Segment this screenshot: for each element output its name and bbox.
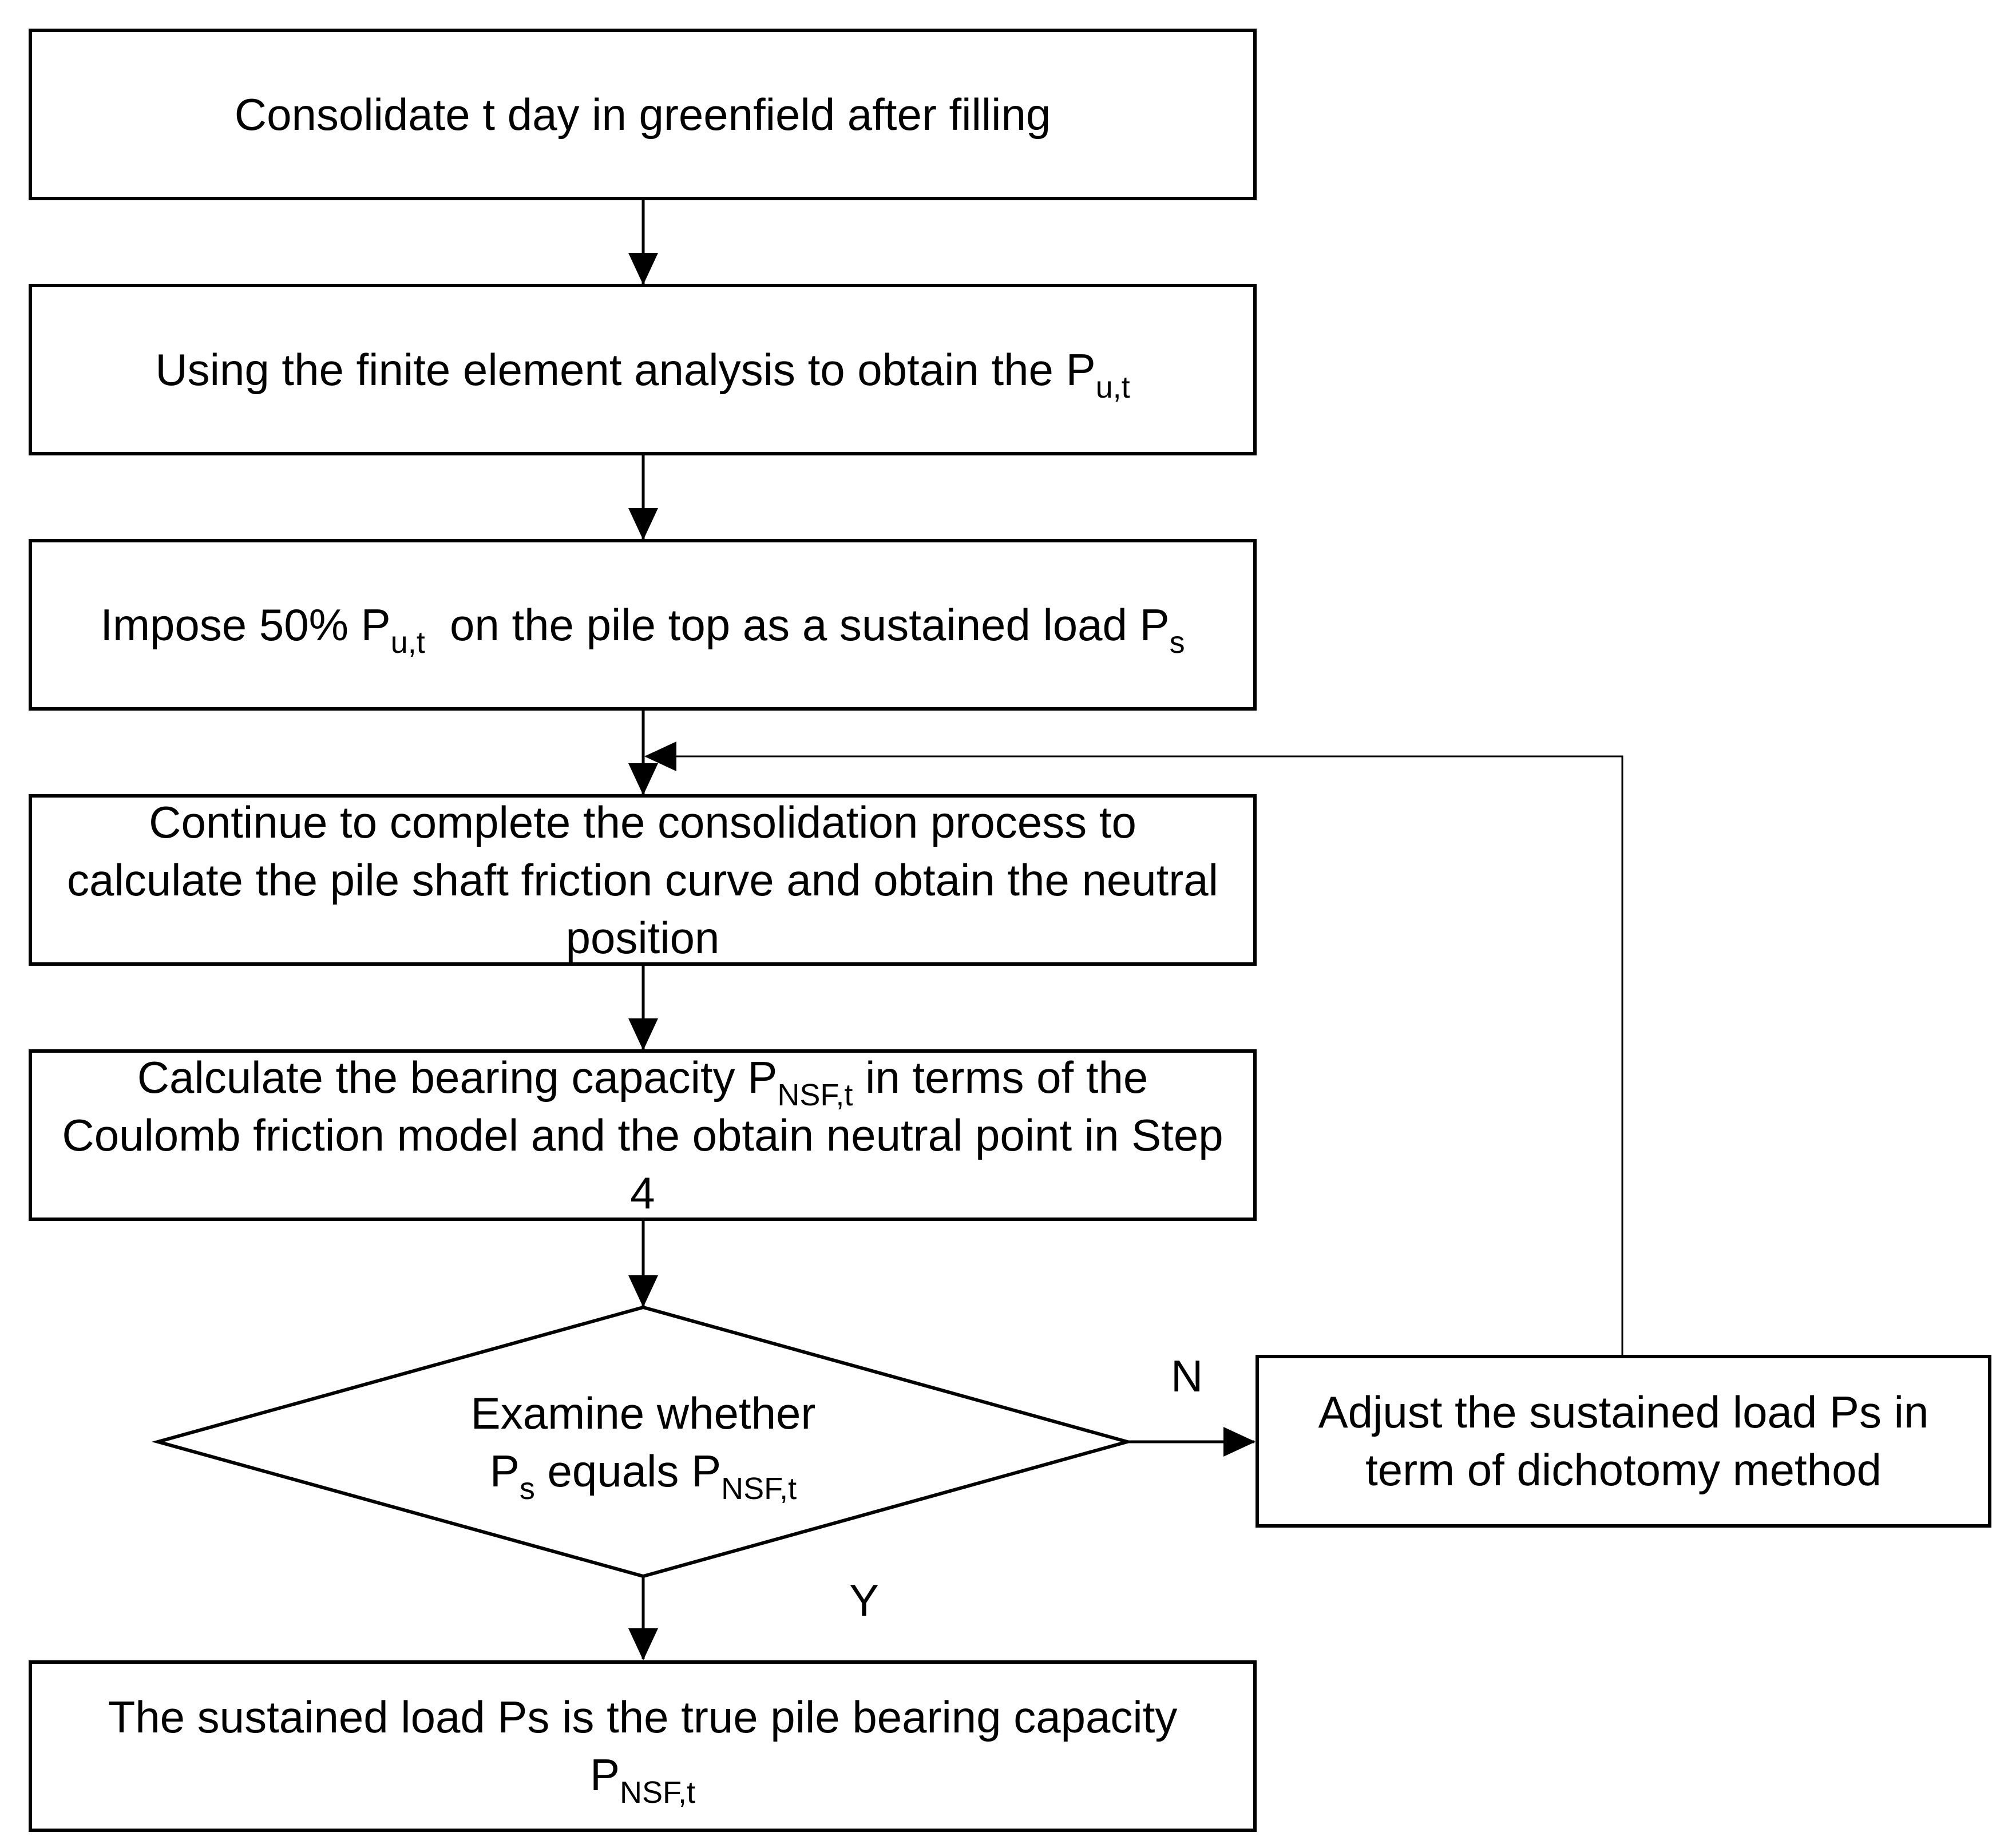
step3-prefix: Impose 50% bbox=[100, 599, 361, 650]
result-box: The sustained load Ps is the true pile b… bbox=[29, 1660, 1257, 1832]
decision-variable-1: P bbox=[489, 1446, 520, 1496]
step2-subscript: u,t bbox=[1095, 370, 1130, 405]
step1-text: Consolidate t day in greenfield after fi… bbox=[234, 89, 1051, 140]
step3-variable-1: P bbox=[361, 599, 391, 650]
result-subscript: NSF,t bbox=[620, 1775, 696, 1810]
feedback-loop-line bbox=[644, 741, 1623, 1355]
decision-line-2: Ps equals PNSF,t bbox=[343, 1442, 943, 1504]
result-text: The sustained load Ps is the true pile b… bbox=[55, 1688, 1230, 1808]
step2-box: Using the finite element analysis to obt… bbox=[29, 284, 1257, 455]
adjust-text: Adjust the sustained load Ps in term of … bbox=[1318, 1387, 1929, 1495]
step1-box: Consolidate t day in greenfield after fi… bbox=[29, 29, 1257, 200]
step2-text: Using the finite element analysis to obt… bbox=[55, 341, 1230, 403]
step3-box: Impose 50% Pu,t on the pile top as a sus… bbox=[29, 539, 1257, 711]
step2-label: Using the finite element analysis to obt… bbox=[155, 344, 1066, 395]
step3-variable-2: P bbox=[1139, 599, 1170, 650]
result-variable: P bbox=[589, 1750, 620, 1800]
step3-middle: on the pile top as a sustained load bbox=[425, 599, 1140, 650]
step5-box: Calculate the bearing capacity PNSF,t in… bbox=[29, 1049, 1257, 1221]
step4-box: Continue to complete the consolidation p… bbox=[29, 794, 1257, 966]
step4-text: Continue to complete the consolidation p… bbox=[67, 796, 1218, 963]
step5-suffix: in terms of the Coulomb friction model a… bbox=[62, 1052, 1223, 1218]
step5-subscript: NSF,t bbox=[777, 1077, 853, 1112]
decision-middle: equals bbox=[534, 1446, 692, 1496]
step5-prefix: Calculate the bearing capacity bbox=[137, 1052, 748, 1103]
step2-variable: P bbox=[1066, 344, 1096, 395]
step3-subscript-2: s bbox=[1169, 625, 1185, 660]
decision-text: Examine whether Ps equals PNSF,t bbox=[343, 1385, 943, 1504]
step5-text: Calculate the bearing capacity PNSF,t in… bbox=[55, 1049, 1230, 1222]
result-label: The sustained load Ps is the true pile b… bbox=[108, 1692, 1178, 1742]
branch-label-no: N bbox=[1171, 1351, 1203, 1401]
decision-variable-2: P bbox=[691, 1446, 722, 1496]
decision-subscript-1: s bbox=[519, 1472, 535, 1506]
branch-label-yes: Y bbox=[849, 1575, 880, 1625]
step3-text: Impose 50% Pu,t on the pile top as a sus… bbox=[55, 596, 1230, 658]
decision-line-1: Examine whether bbox=[470, 1388, 816, 1438]
step3-subscript-1: u,t bbox=[390, 625, 425, 660]
step5-variable: P bbox=[747, 1052, 778, 1103]
decision-subscript-2: NSF,t bbox=[721, 1472, 797, 1506]
adjust-box: Adjust the sustained load Ps in term of … bbox=[1256, 1355, 1991, 1528]
